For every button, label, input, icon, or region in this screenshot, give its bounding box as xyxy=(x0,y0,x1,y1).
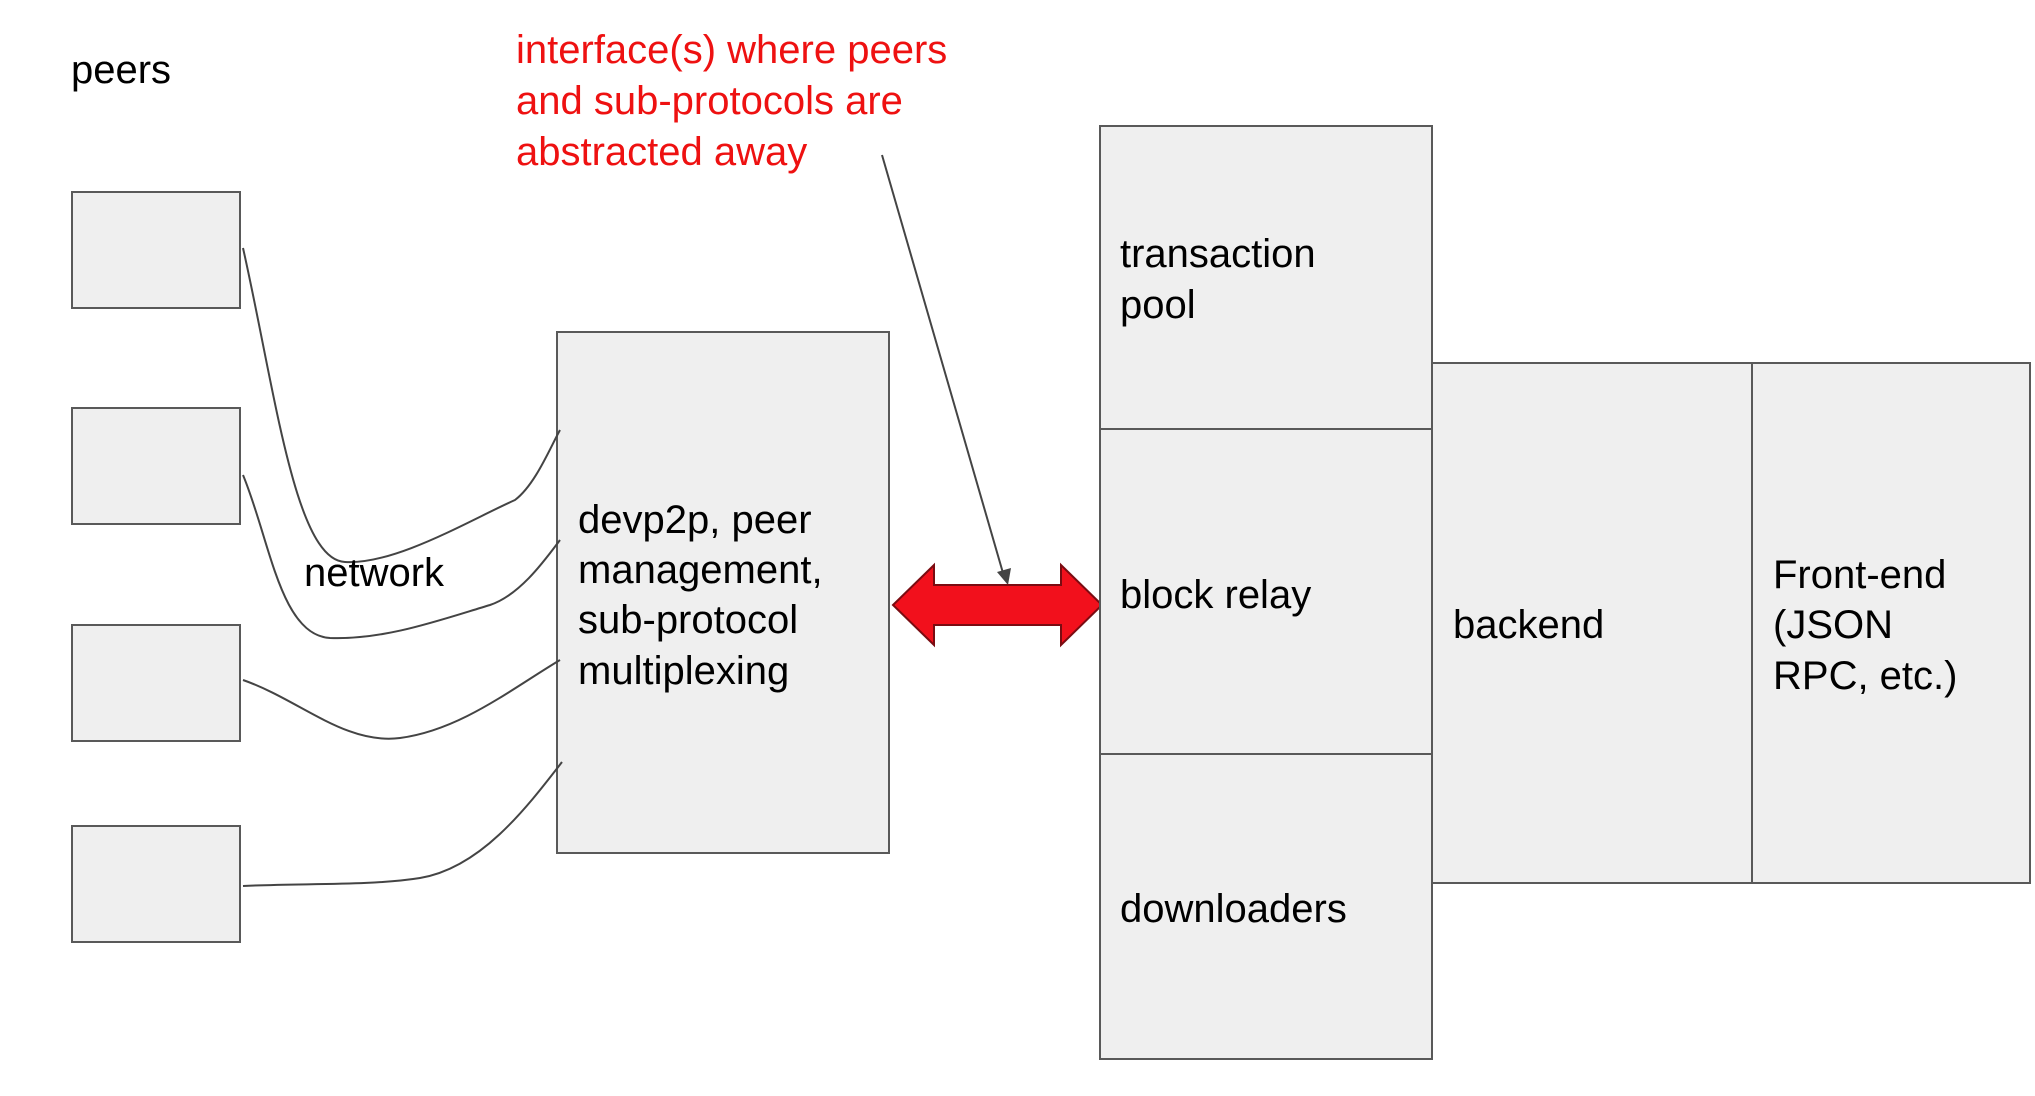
downloaders-text: downloaders xyxy=(1120,887,1347,931)
frontend-box xyxy=(1751,362,2031,884)
peer-box-1 xyxy=(71,191,241,309)
frontend-line-1: Front-end xyxy=(1773,553,1946,597)
frontend-line-3: RPC, etc.) xyxy=(1773,654,1957,698)
interface-double-arrow xyxy=(891,562,1104,648)
annotation-line-2: and sub-protocols are xyxy=(516,79,903,123)
connector-peer-4 xyxy=(242,761,563,887)
devp2p-line-2: management, xyxy=(578,548,823,592)
annotation-pointer-arrowhead xyxy=(997,568,1011,585)
block-relay-box xyxy=(1099,428,1433,755)
peers-label: peers xyxy=(71,48,171,92)
devp2p-text: devp2p, peer management, sub-protocol mu… xyxy=(578,498,834,693)
connector-peer-1 xyxy=(242,247,561,564)
peer-box-4 xyxy=(71,825,241,943)
devp2p-line-3: sub-protocol xyxy=(578,598,798,642)
devp2p-line-1: devp2p, peer xyxy=(578,498,812,542)
frontend-text: Front-end (JSON RPC, etc.) xyxy=(1773,553,1958,698)
block-relay-text: block relay xyxy=(1120,573,1311,617)
devp2p-line-4: multiplexing xyxy=(578,649,789,693)
connector-peer-2 xyxy=(242,474,561,640)
connector-peer-3 xyxy=(242,659,561,740)
frontend-line-2: (JSON xyxy=(1773,603,1893,647)
network-label: network xyxy=(304,551,445,595)
peer-box-2 xyxy=(71,407,241,525)
annotation-pointer-line xyxy=(881,154,1004,574)
backend-text: backend xyxy=(1453,603,1604,647)
devp2p-box xyxy=(556,331,890,854)
transaction-pool-box xyxy=(1099,125,1433,430)
annotation-line-1: interface(s) where peers xyxy=(516,28,947,72)
annotation-line-3: abstracted away xyxy=(516,130,807,174)
transaction-pool-text: transaction pool xyxy=(1120,232,1327,327)
transaction-pool-line-2: pool xyxy=(1120,283,1196,327)
transaction-pool-line-1: transaction xyxy=(1120,232,1316,276)
annotation-text: interface(s) where peers and sub-protoco… xyxy=(516,28,958,174)
backend-box xyxy=(1431,362,1753,884)
downloaders-box xyxy=(1099,753,1433,1060)
peer-box-3 xyxy=(71,624,241,742)
